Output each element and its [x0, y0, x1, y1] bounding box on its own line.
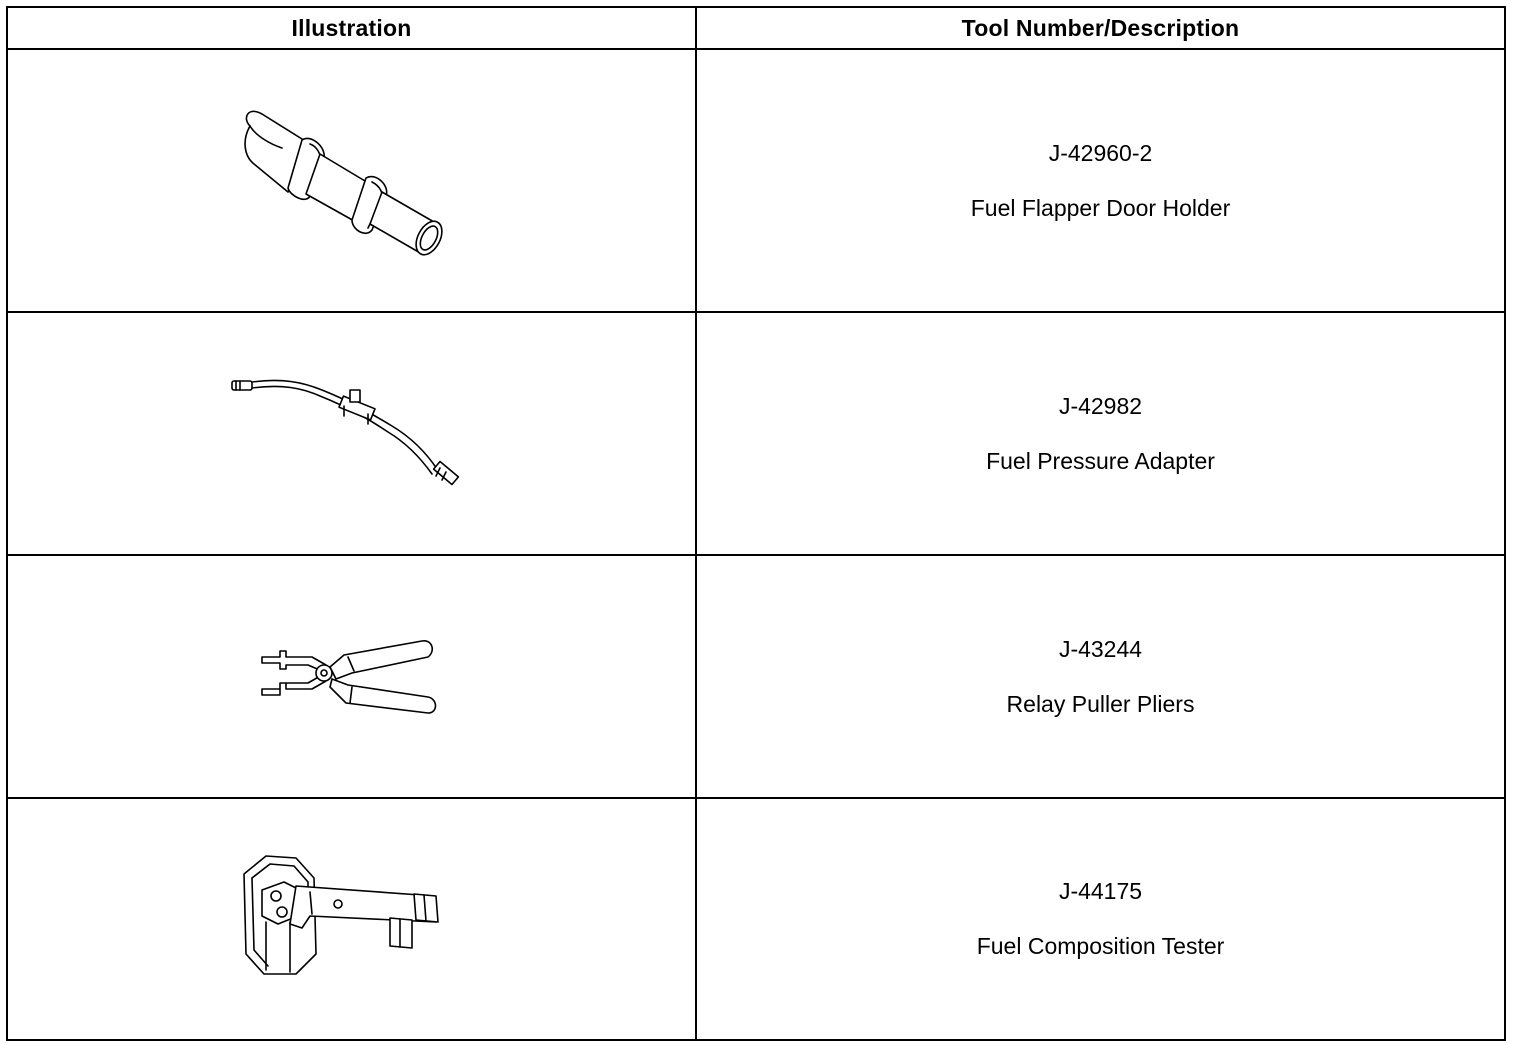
table-row: J-44175 Fuel Composition Tester [6, 797, 1506, 1041]
illustration-cell [6, 48, 697, 313]
illustration-cell [6, 554, 697, 799]
tool-number: J-43244 [1058, 635, 1143, 662]
tool-description: Relay Puller Pliers [1006, 690, 1195, 717]
tool-number: J-42982 [1058, 392, 1143, 419]
tool-description-cell: J-42960-2 Fuel Flapper Door Holder [695, 48, 1506, 313]
flapper-door-holder-icon [243, 110, 443, 256]
table-row: J-42960-2 Fuel Flapper Door Holder [6, 48, 1506, 313]
special-tools-table: Illustration Tool Number/Description [6, 6, 1506, 1041]
tool-description-cell: J-44175 Fuel Composition Tester [695, 797, 1506, 1041]
tool-number: J-42960-2 [1048, 139, 1153, 166]
relay-puller-pliers-icon [260, 639, 436, 714]
tool-description: Fuel Pressure Adapter [986, 447, 1215, 474]
table-row: J-43244 Relay Puller Pliers [6, 554, 1506, 799]
fuel-composition-tester-icon [242, 855, 439, 975]
illustration-cell [6, 797, 697, 1041]
illustration-cell [6, 311, 697, 556]
header-row: Illustration Tool Number/Description [6, 6, 1506, 50]
tool-description-cell: J-42982 Fuel Pressure Adapter [695, 311, 1506, 556]
tool-description: Fuel Composition Tester [976, 933, 1225, 959]
tool-description: Fuel Flapper Door Holder [970, 194, 1231, 221]
tool-description-cell: J-43244 Relay Puller Pliers [695, 554, 1506, 799]
table-row: J-42982 Fuel Pressure Adapter [6, 311, 1506, 556]
header-tool-description: Tool Number/Description [695, 6, 1506, 50]
fuel-pressure-adapter-icon [230, 379, 459, 485]
header-illustration: Illustration [6, 6, 697, 50]
tool-number: J-44175 [1058, 878, 1143, 904]
